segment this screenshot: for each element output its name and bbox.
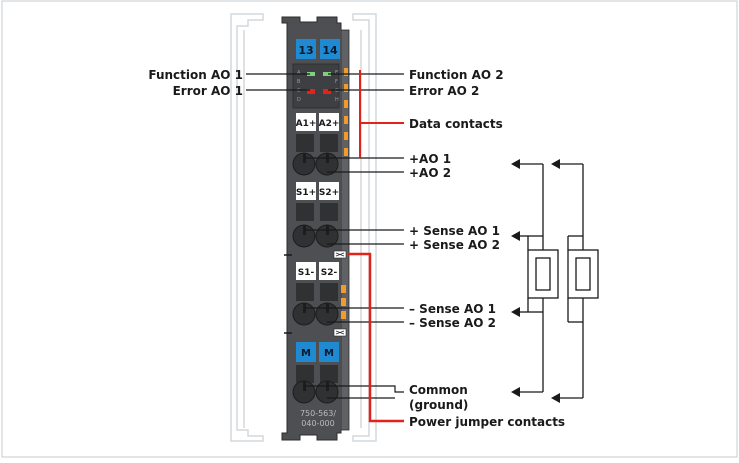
power-jumper-leader	[348, 252, 404, 423]
led-panel: A B C D E F G H	[292, 63, 340, 109]
label-data-contacts: Data contacts	[409, 117, 503, 131]
label-error-ao2: Error AO 2	[409, 84, 479, 98]
label-minus-sense-ao2: – Sense AO 2	[409, 316, 496, 330]
label-minus-sense-ao1: – Sense AO 1	[409, 302, 496, 316]
load-arrowheads	[511, 159, 560, 403]
label-error-ao1: Error AO 1	[173, 84, 243, 98]
tag-14: 14	[322, 44, 338, 57]
label-s2-plus: S2+	[319, 188, 339, 198]
label-s2-minus: S2-	[321, 268, 338, 278]
arrow-left-icon	[511, 231, 520, 241]
right-leaders	[304, 73, 404, 399]
label-s1-minus: S1-	[298, 268, 315, 278]
led-function-ao1	[307, 72, 315, 76]
tag-13: 13	[298, 44, 313, 57]
label-a1-plus: A1+	[296, 119, 317, 129]
label-ground: (ground)	[409, 398, 468, 412]
label-power-jumper: Power jumper contacts	[409, 415, 565, 429]
led-function-ao2	[323, 72, 331, 76]
power-jumper-contacts	[341, 285, 346, 319]
arrow-left-icon	[551, 159, 560, 169]
arrow-left-icon	[551, 393, 560, 403]
power-jumper-marker-bottom	[333, 328, 347, 337]
arrow-left-icon	[511, 387, 520, 397]
led-letter: E	[335, 70, 338, 76]
led-letter: D	[297, 97, 301, 103]
label-plus-sense-ao2: + Sense AO 2	[409, 238, 500, 252]
power-jumper-marker-top	[333, 250, 347, 259]
led-letter: H	[335, 97, 339, 103]
led-letter: A	[297, 70, 301, 76]
arrow-left-icon	[511, 307, 520, 317]
led-letter: B	[297, 79, 301, 85]
label-function-ao2: Function AO 2	[409, 68, 504, 82]
label-s1-plus: S1+	[296, 188, 316, 198]
label-m-right: M	[324, 348, 334, 359]
data-contact-pins	[344, 68, 348, 156]
top-marker-tags: 13 14	[296, 39, 340, 59]
data-contacts-bracket	[359, 70, 404, 158]
label-plus-ao1: +AO 1	[409, 152, 451, 166]
part-number-line2: 040-000	[301, 419, 334, 428]
label-a2-plus: A2+	[319, 119, 340, 129]
led-letter: G	[335, 88, 339, 94]
label-plus-sense-ao1: + Sense AO 1	[409, 224, 500, 238]
label-m-left: M	[301, 348, 311, 359]
left-leaders	[246, 73, 310, 91]
part-number-line1: 750-563/	[300, 409, 336, 418]
led-letter: F	[335, 79, 338, 85]
label-function-ao1: Function AO 1	[148, 68, 243, 82]
led-error-ao1	[307, 89, 315, 94]
label-plus-ao2: +AO 2	[409, 166, 451, 180]
arrow-left-icon	[511, 159, 520, 169]
load-wiring	[516, 163, 599, 399]
led-letter: C	[297, 88, 301, 94]
label-common: Common	[409, 383, 468, 397]
led-error-ao2	[323, 89, 331, 94]
